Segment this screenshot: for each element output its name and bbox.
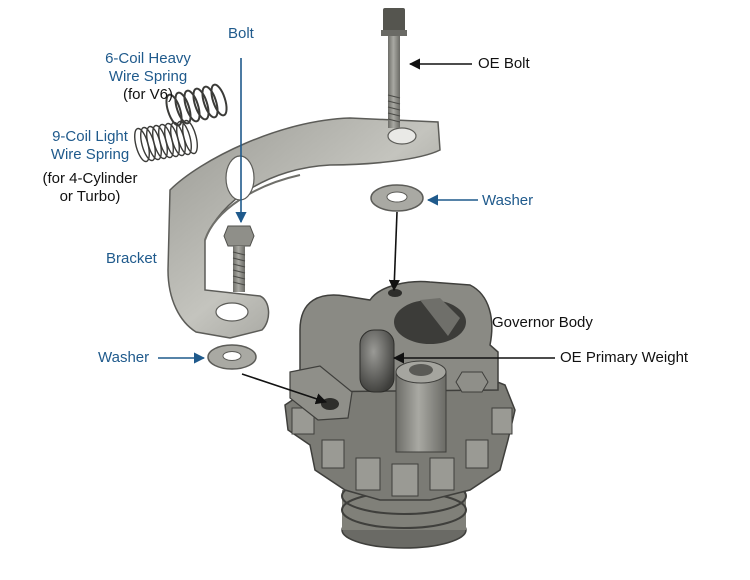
bracket-part [167, 117, 441, 339]
bracket-label: Bracket [106, 250, 157, 267]
washer-left-part [207, 344, 257, 370]
six-coil-label-line1: 6-Coil Heavy [105, 50, 191, 67]
governor-body-label: Governor Body [492, 314, 593, 331]
oe-primary-weight-label: OE Primary Weight [560, 349, 689, 366]
oe-bolt-part [381, 8, 407, 128]
washer-right-part [370, 184, 424, 212]
bolt-part [223, 225, 255, 292]
six-coil-note: (for V6) [122, 86, 173, 103]
nine-coil-note-line2: or Turbo) [59, 188, 121, 205]
bolt-label: Bolt [228, 25, 254, 42]
callout-arrows [158, 58, 555, 405]
washer-to-body-arrow [388, 211, 400, 292]
nine-coil-spring-part [134, 119, 198, 163]
nine-coil-label-line2: Wire Spring [50, 146, 130, 163]
nine-coil-note-line1: (for 4-Cylinder [42, 170, 138, 187]
six-coil-spring-part [165, 83, 228, 127]
nine-coil-label-line1: 9-Coil Light [52, 128, 128, 145]
washer-right-label: Washer [482, 192, 534, 209]
six-coil-label-line2: Wire Spring [108, 68, 188, 85]
washer-to-lug-arrow [241, 373, 328, 405]
oe-bolt-label: OE Bolt [478, 55, 530, 72]
washer-left-label: Washer [98, 349, 150, 366]
governor-body-part [284, 280, 516, 549]
